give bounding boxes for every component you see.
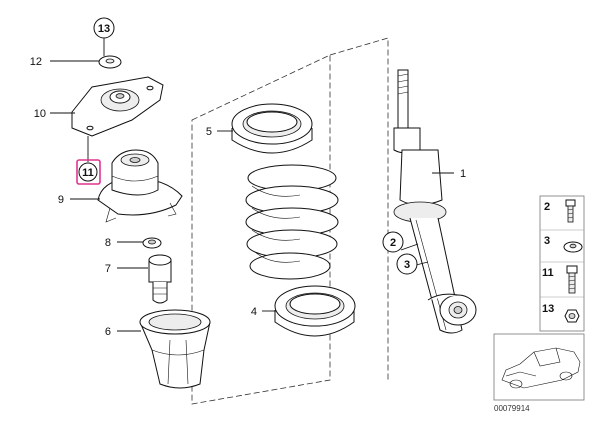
legend-item-11-bolt[interactable]: 11	[542, 265, 578, 294]
car-outline-icon	[501, 347, 581, 389]
callout-3[interactable]: 3	[396, 253, 418, 275]
part-4-lower-spring-pad[interactable]	[274, 285, 356, 337]
callout-5-label[interactable]: 5	[206, 126, 212, 138]
part-13-washer[interactable]	[98, 55, 122, 69]
diagram-number: 00079914	[494, 404, 530, 413]
callout-1-label[interactable]: 1	[460, 168, 466, 180]
callout-10-label[interactable]: 10	[34, 108, 46, 120]
callout-4-label[interactable]: 4	[251, 306, 257, 318]
callout-6-label[interactable]: 6	[105, 326, 111, 338]
legend-13-label: 13	[542, 303, 554, 315]
hardware-legend: 2 3 11 13	[539, 195, 585, 332]
part-5-upper-spring-pad[interactable]	[231, 103, 313, 154]
leader-lines	[50, 38, 454, 332]
legend-3-label: 3	[544, 235, 550, 247]
part-1-shock-absorber[interactable]	[393, 69, 477, 334]
part-7-bump-stop[interactable]	[148, 254, 172, 304]
callout-2-label: 2	[390, 237, 396, 249]
callout-8-label[interactable]: 8	[105, 237, 111, 249]
part-10-top-mount[interactable]	[71, 76, 164, 137]
callout-9-label[interactable]: 9	[58, 194, 64, 206]
callout-2[interactable]: 2	[382, 231, 404, 253]
legend-item-3-washer[interactable]: 3	[544, 235, 583, 253]
legend-item-2-bolt[interactable]: 2	[544, 199, 576, 223]
part-8-nut[interactable]	[142, 237, 162, 249]
vehicle-locator-thumbnail[interactable]	[493, 333, 585, 401]
part-9-spring-support[interactable]	[97, 149, 183, 223]
coil-spring[interactable]	[245, 164, 339, 280]
callout-11-highlighted[interactable]: 11	[76, 159, 101, 185]
callout-7-label[interactable]: 7	[105, 263, 111, 275]
callout-13-label: 13	[98, 23, 110, 35]
callout-12-label[interactable]: 12	[30, 56, 42, 68]
callout-13[interactable]: 13	[93, 17, 115, 39]
legend-item-13-nut[interactable]: 13	[542, 303, 580, 323]
callout-11-label: 11	[82, 167, 94, 179]
part-6-dust-cover[interactable]	[139, 309, 211, 389]
spring-group-frame	[191, 54, 331, 405]
legend-11-label: 11	[542, 267, 554, 279]
callout-3-label: 3	[404, 259, 410, 271]
strut-group-frame	[329, 37, 389, 380]
legend-2-label: 2	[544, 201, 550, 213]
